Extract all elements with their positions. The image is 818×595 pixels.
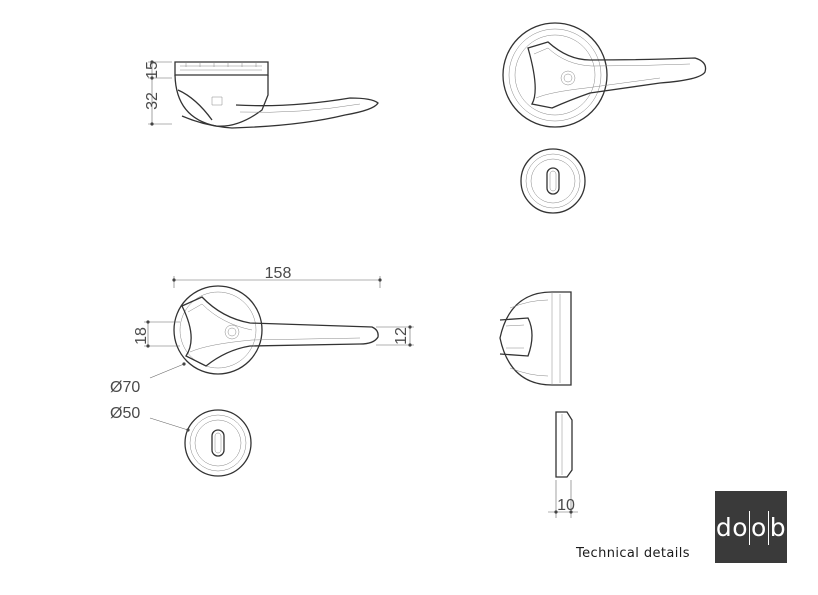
logo-part-3: b xyxy=(769,512,787,542)
dim-rose-height: 18 xyxy=(133,327,150,345)
dim-lever-thickness: 12 xyxy=(393,327,410,345)
dim-escutcheon-diameter: Ø50 xyxy=(110,405,140,422)
side-section-rose xyxy=(499,291,572,386)
front-view-escutcheon xyxy=(520,148,586,214)
logo-part-1: do xyxy=(715,512,748,542)
side-section-escutcheon xyxy=(555,411,573,478)
dim-side-height-total: 32 xyxy=(144,92,161,110)
dim-overall-length: 158 xyxy=(265,265,292,282)
label-escutcheon-diameter: Ø50 xyxy=(110,405,190,432)
front-view-lever-dimensioned xyxy=(173,285,379,375)
label-rose-diameter: Ø70 xyxy=(110,362,186,396)
dimension-side-heights: 15 32 xyxy=(144,60,172,126)
dimension-overall-length: 158 xyxy=(172,265,382,288)
dim-side-height-top: 15 xyxy=(144,61,161,79)
logo-divider xyxy=(749,511,750,545)
dimension-escutcheon-thickness: 10 xyxy=(548,480,578,518)
dimension-rose-height: 18 xyxy=(133,320,180,348)
caption-technical-details: Technical details xyxy=(576,546,690,561)
side-view-lever xyxy=(174,61,379,129)
logo-divider xyxy=(767,511,769,545)
dimension-lever-thickness: 12 xyxy=(376,325,414,347)
front-view-lever xyxy=(502,22,707,128)
logo-part-2: o xyxy=(751,512,767,542)
dim-escutcheon-thickness: 10 xyxy=(557,497,575,514)
bottom-escutcheon xyxy=(184,409,252,477)
dim-rose-diameter: Ø70 xyxy=(110,379,140,396)
